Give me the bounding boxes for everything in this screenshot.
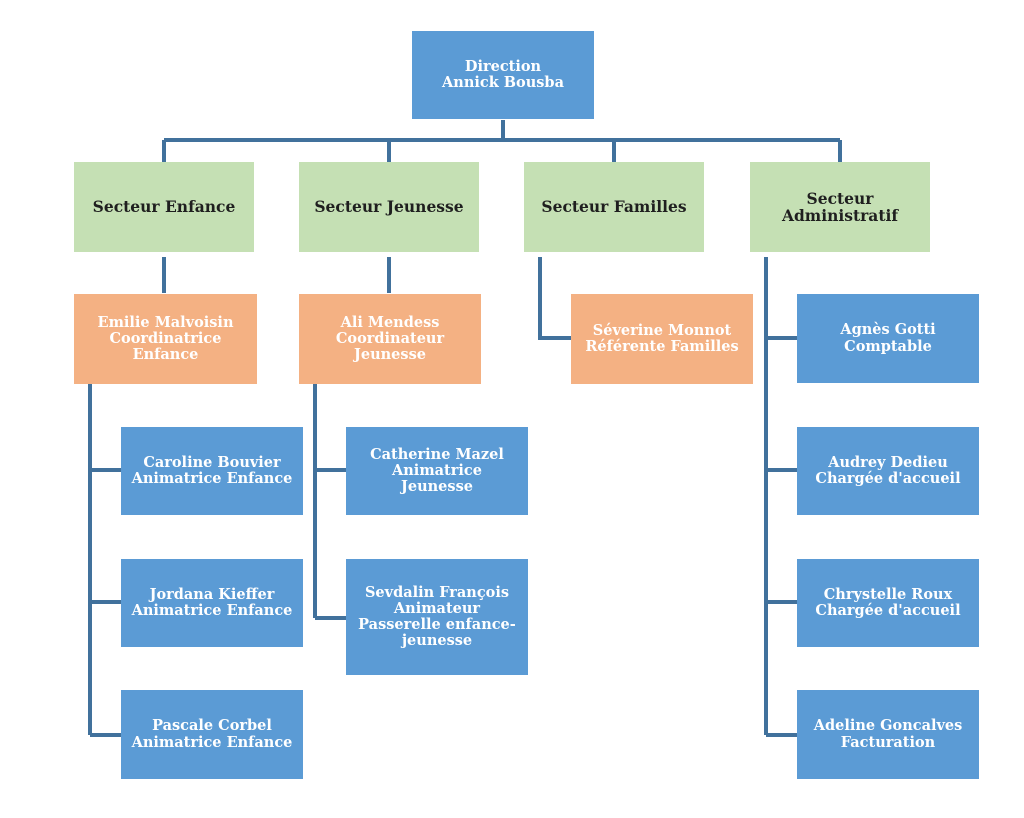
staff-administratif-4: Adeline Goncalves Facturation xyxy=(797,690,979,779)
direction-box: Direction Annick Bousba xyxy=(412,31,594,119)
staff-administratif-2: Audrey Dedieu Chargée d'accueil xyxy=(797,427,979,515)
connector-enfance-staff xyxy=(88,384,121,737)
connector-familles-coordinator xyxy=(538,257,571,340)
staff-enfance-1: Caroline Bouvier Animatrice Enfance xyxy=(121,427,303,515)
connector-administratif-staff xyxy=(764,257,797,737)
sector-enfance: Secteur Enfance xyxy=(74,162,254,252)
sector-jeunesse: Secteur Jeunesse xyxy=(299,162,479,252)
sector-administratif: Secteur Administratif xyxy=(750,162,930,252)
coordinator-enfance: Emilie Malvoisin Coordinatrice Enfance xyxy=(74,294,257,384)
staff-jeunesse-2: Sevdalin François Animateur Passerelle e… xyxy=(346,559,528,675)
sector-familles: Secteur Familles xyxy=(524,162,704,252)
staff-administratif-3: Chrystelle Roux Chargée d'accueil xyxy=(797,559,979,647)
staff-enfance-3: Pascale Corbel Animatrice Enfance xyxy=(121,690,303,779)
connector-jeunesse-staff xyxy=(313,384,346,620)
staff-jeunesse-1: Catherine Mazel Animatrice Jeunesse xyxy=(346,427,528,515)
staff-enfance-2: Jordana Kieffer Animatrice Enfance xyxy=(121,559,303,647)
coordinator-familles: Séverine Monnot Référente Familles xyxy=(571,294,753,384)
coordinator-jeunesse: Ali Mendess Coordinateur Jeunesse xyxy=(299,294,481,384)
staff-administratif-1: Agnès Gotti Comptable xyxy=(797,294,979,383)
